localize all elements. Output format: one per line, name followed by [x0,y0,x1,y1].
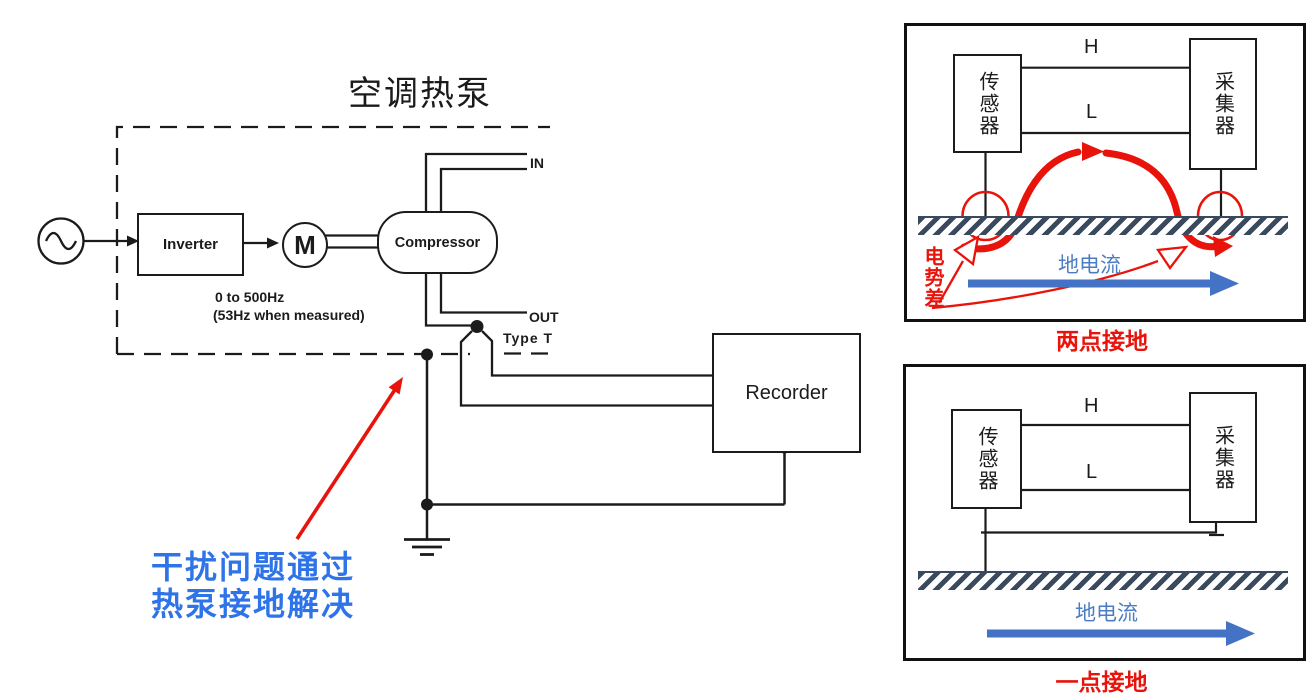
collector-label: 采集器 [1211,424,1234,491]
recorder-box: Recorder [712,333,861,453]
one-point-ground-current-label: 地电流 [1075,602,1138,625]
annotation-text-line1: 干扰问题通过 [151,549,356,585]
one-point-collector-box: 采集器 [1189,392,1257,523]
ac-source-icon [37,217,85,265]
heat-pump-dashed-border [115,125,550,356]
two-point-caption: 两点接地 [1056,328,1148,354]
two-point-earth-hatch [918,216,1288,235]
out-label: OUT [529,309,559,325]
two-point-ground-current-arrow [968,271,1239,296]
two-point-h-label: H [1084,36,1099,58]
motor-shaft [324,234,379,249]
two-point-collector-box: 采集器 [1189,38,1257,170]
diagram-title: 空调热泵 [348,75,492,113]
arrow-inverter-to-motor [240,237,279,249]
motor-label: M [294,229,316,260]
sensor-label: 传感器 [975,426,997,492]
one-point-earth-hatch [918,571,1288,590]
two-point-sensor-box: 传感器 [953,54,1022,153]
annotation-text-line2: 热泵接地解决 [151,586,356,622]
one-point-ground-current-arrow [987,621,1255,646]
compressor-box: Compressor [377,211,498,274]
one-point-sensor-box: 传感器 [951,409,1022,509]
one-point-leads [981,423,1224,571]
frequency-note-line1: 0 to 500Hz [215,289,285,305]
one-point-frame [903,364,1306,661]
thermocouple-junction-dot [470,320,484,333]
ground-junction-dot [421,498,433,511]
two-point-leads [984,66,1223,216]
type-t-label: Type T [503,330,554,346]
inverter-label: Inverter [162,236,219,253]
compressor-pipes [424,152,527,327]
arrow-ac-to-inverter [83,235,139,247]
frequency-note-line2: (53Hz when measured) [213,307,365,323]
sensor-label: 传感器 [976,70,998,137]
motor-circle: M [282,222,328,268]
two-point-l-label: L [1086,101,1098,123]
annotation-arrow [295,377,403,540]
border-junction-dot [421,348,433,361]
one-point-caption: 一点接地 [1055,669,1148,695]
in-label: IN [530,155,544,171]
earth-ground-icon [404,538,450,556]
two-point-ground-current-label: 地电流 [1058,254,1121,277]
compressor-label: Compressor [394,234,481,251]
thermocouple-wires [459,330,713,407]
one-point-l-label: L [1086,461,1098,483]
potential-difference-arrows [931,234,1189,310]
inverter-box: Inverter [137,213,244,276]
two-point-frame [904,23,1306,322]
potential-difference-label: 电势差 [921,246,943,309]
arc-mid-arrowhead [1082,142,1104,161]
recorder-label: Recorder [745,381,828,404]
arc-end-arrowhead [1213,236,1233,257]
collector-label: 采集器 [1211,71,1234,137]
one-point-h-label: H [1084,395,1099,417]
